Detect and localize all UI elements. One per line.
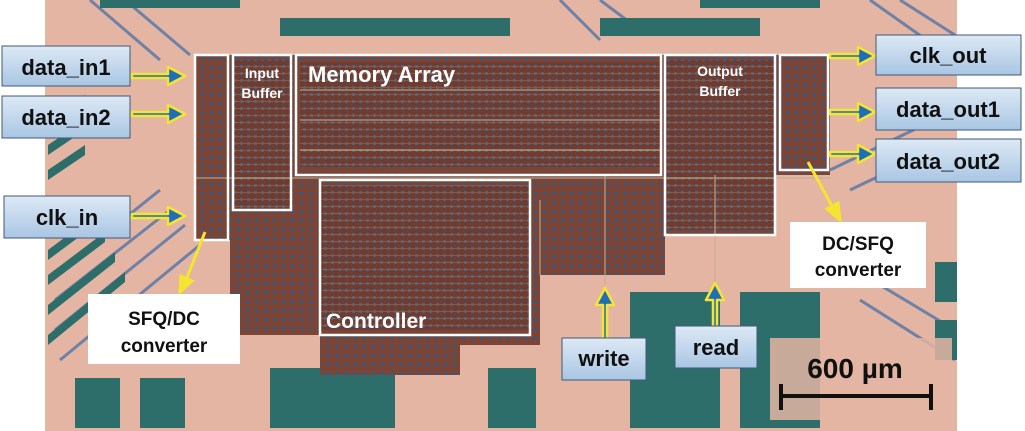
sfq-dc-callout-line2: converter bbox=[121, 336, 208, 357]
arrow-data-in2 bbox=[130, 103, 187, 125]
read-box bbox=[674, 325, 758, 369]
input-buffer-label-1: Input bbox=[245, 65, 280, 81]
scale-bar-background bbox=[770, 338, 952, 420]
arrow-clk-in bbox=[130, 205, 187, 227]
controller-outline bbox=[318, 178, 532, 337]
data-in1-label: data_in1 bbox=[21, 55, 110, 80]
input-labels: data_in1 data_in2 clk_in bbox=[1, 45, 131, 239]
clk-in-label: clk_in bbox=[36, 205, 98, 230]
data-out2-label: data_out2 bbox=[896, 149, 1000, 174]
arrow-data-out2 bbox=[828, 143, 877, 165]
scale-bar-label: 600 µm bbox=[807, 353, 903, 384]
dc-sfq-converter-outline bbox=[778, 53, 830, 172]
arrow-write bbox=[594, 286, 616, 342]
output-buffer-label-2: Buffer bbox=[699, 83, 741, 99]
data-out2-box bbox=[875, 138, 1022, 183]
memory-array-outline bbox=[294, 53, 663, 177]
sfq-dc-callout-line1: SFQ/DC bbox=[128, 309, 200, 330]
control-labels: write read bbox=[561, 325, 758, 381]
output-buffer-label-1: Output bbox=[697, 63, 743, 79]
arrow-data-out1 bbox=[828, 101, 877, 123]
clk-out-box bbox=[875, 34, 1022, 76]
input-buffer-outline bbox=[231, 53, 293, 212]
sfq-dc-converter-outline bbox=[193, 53, 230, 242]
data-in2-label: data_in2 bbox=[21, 105, 110, 130]
dc-sfq-callout-box bbox=[790, 222, 926, 288]
data-in2-box bbox=[1, 95, 131, 139]
sfq-dc-callout-box bbox=[88, 294, 240, 364]
data-out1-box bbox=[875, 87, 1022, 131]
dc-sfq-callout-line1: DC/SFQ bbox=[822, 234, 894, 255]
input-buffer-label-2: Buffer bbox=[241, 85, 283, 101]
write-label: write bbox=[577, 346, 629, 371]
clk-in-box bbox=[3, 195, 131, 239]
clk-out-label: clk_out bbox=[909, 43, 987, 68]
signal-arrows bbox=[130, 45, 877, 342]
arrow-read bbox=[704, 281, 726, 330]
output-labels: clk_out data_out1 data_out2 bbox=[875, 34, 1022, 183]
sfq-dc-pointer bbox=[178, 231, 207, 296]
chip-body bbox=[195, 55, 830, 375]
converter-callouts: SFQ/DC converter DC/SFQ converter bbox=[88, 222, 926, 364]
arrow-clk-out bbox=[828, 45, 877, 67]
output-buffer-outline bbox=[663, 53, 777, 237]
memory-array-label: Memory Array bbox=[308, 62, 456, 87]
module-outlines bbox=[193, 53, 830, 337]
dc-sfq-callout-line2: converter bbox=[815, 260, 902, 281]
read-label: read bbox=[693, 335, 739, 360]
scale-bar: 600 µm bbox=[770, 338, 952, 420]
data-in1-box bbox=[1, 45, 131, 87]
data-out1-label: data_out1 bbox=[896, 97, 1000, 122]
top-pads bbox=[100, 0, 820, 36]
dc-sfq-pointer bbox=[806, 161, 842, 224]
write-box bbox=[561, 337, 647, 381]
arrow-data-in1 bbox=[130, 65, 187, 87]
controller-label: Controller bbox=[326, 310, 426, 333]
